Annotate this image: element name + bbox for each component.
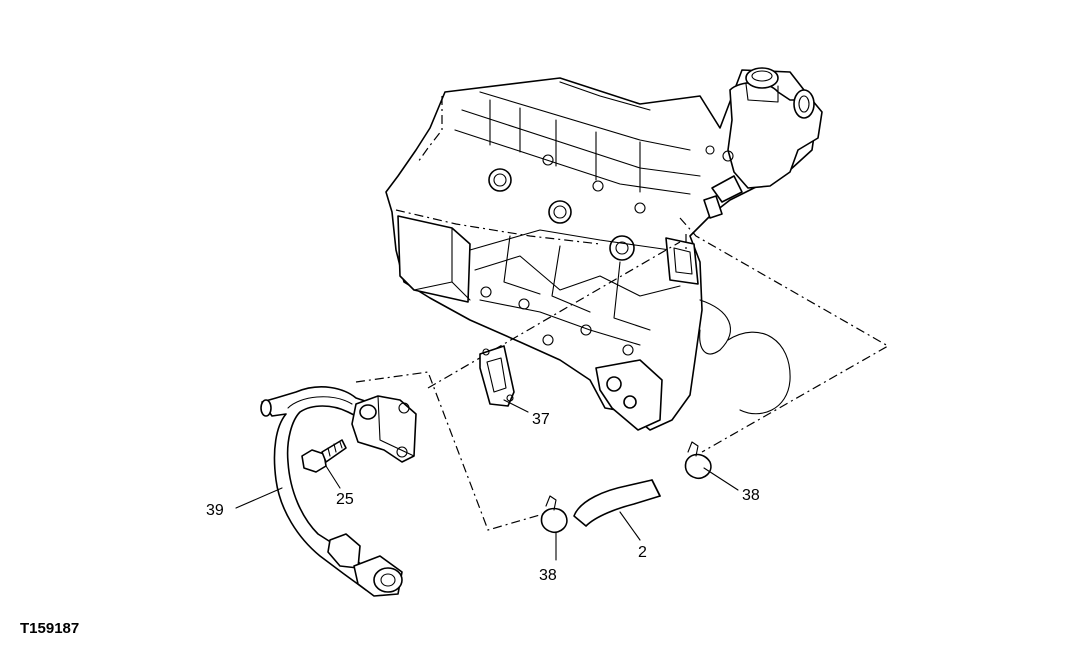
hose-clamp-lower bbox=[540, 495, 568, 534]
callout-38-lower: 38 bbox=[539, 567, 557, 584]
figure-code: T159187 bbox=[20, 620, 79, 637]
coolant-hose-part bbox=[573, 479, 661, 527]
gasket-part bbox=[479, 345, 515, 407]
engine-block bbox=[385, 69, 819, 431]
callout-2: 2 bbox=[638, 544, 647, 561]
callout-leaders bbox=[235, 399, 739, 561]
coolant-pipe-part bbox=[260, 386, 417, 597]
callout-38-upper: 38 bbox=[742, 487, 760, 504]
hose-clamp-upper bbox=[684, 441, 712, 480]
assembly-leader-lines bbox=[355, 217, 890, 531]
thermostat-housing bbox=[703, 67, 823, 219]
callout-25: 25 bbox=[336, 491, 354, 508]
callout-37: 37 bbox=[532, 411, 550, 428]
callout-39: 39 bbox=[206, 502, 224, 519]
cap-screw-part bbox=[301, 439, 347, 473]
